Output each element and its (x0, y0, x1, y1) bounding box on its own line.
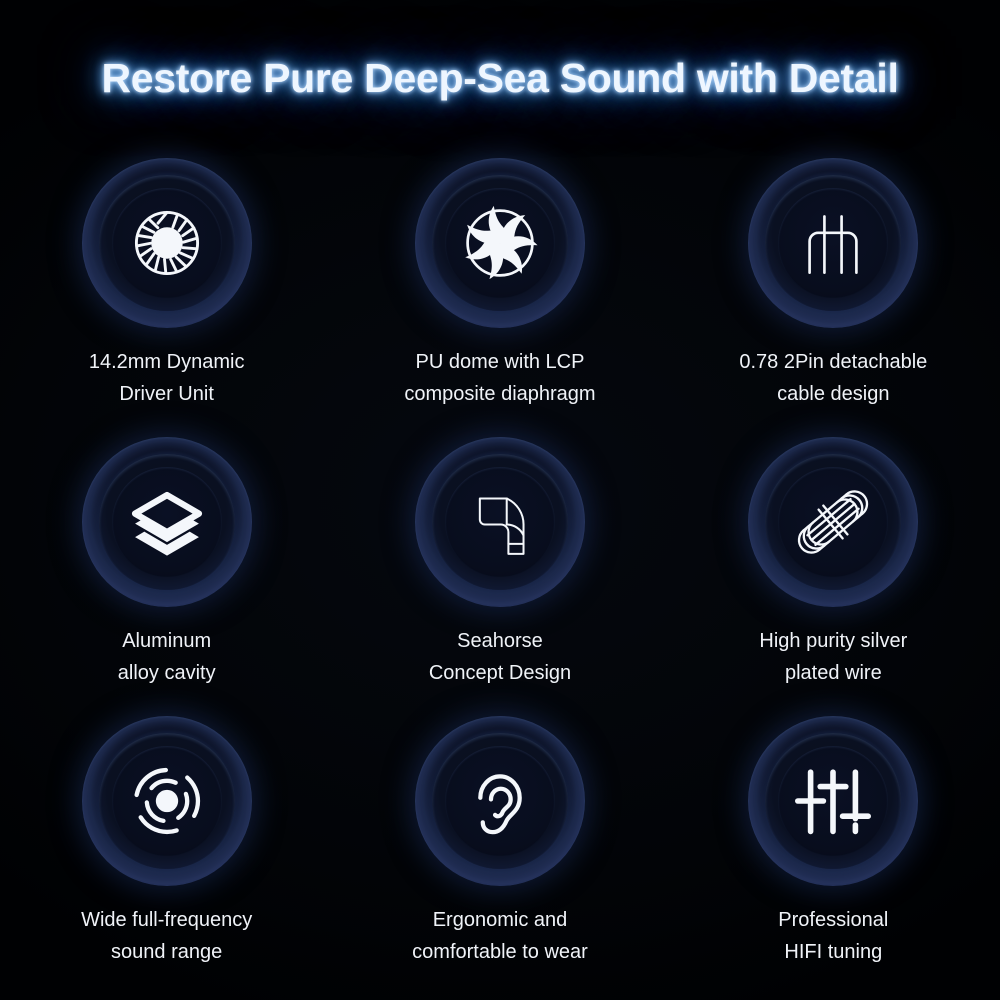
caption-line-2: sound range (111, 941, 223, 964)
caption-line-2: comfortable to wear (412, 941, 588, 964)
feature-cell: Seahorse Concept Design (333, 429, 666, 708)
feature-caption: Seahorse Concept Design (350, 625, 650, 690)
badge-inner-disc (778, 188, 889, 298)
feature-badge (414, 158, 585, 328)
caption-line-1: 14.2mm Dynamic (88, 351, 245, 373)
feature-badge (81, 716, 252, 886)
feature-caption: Professional HIFI tuning (683, 904, 983, 969)
caption-line-2: Driver Unit (119, 383, 214, 406)
feature-badge (748, 158, 919, 328)
feature-badge (748, 716, 919, 886)
feature-badge (414, 437, 585, 607)
feature-caption: PU dome with LCP composite diaphragm (350, 346, 650, 411)
feature-grid: 14.2mm Dynamic Driver Unit (0, 150, 1000, 987)
feature-cell: High purity silver plated wire (667, 429, 1000, 708)
page-title: Restore Pure Deep-Sea Sound with Detail (101, 55, 899, 101)
feature-caption: Ergonomic and comfortable to wear (350, 904, 650, 969)
caption-line-2: HIFI tuning (784, 941, 883, 964)
earphone-shell-icon (452, 474, 548, 570)
caption-line-1: 0.78 2Pin detachable (739, 351, 928, 373)
ear-icon (452, 753, 548, 849)
feature-caption: Wide full-frequency sound range (17, 904, 317, 969)
layers-icon (119, 474, 215, 570)
feature-cell: Wide full-frequency sound range (0, 708, 333, 987)
feature-cell: PU dome with LCP composite diaphragm (333, 150, 666, 429)
feature-caption: Aluminum alloy cavity (17, 625, 317, 690)
caption-line-2: plated wire (784, 662, 882, 685)
caption-line-1: High purity silver (759, 630, 908, 652)
caption-line-1: Professional (778, 909, 889, 931)
feature-cell: Ergonomic and comfortable to wear (333, 708, 666, 987)
caption-line-1: PU dome with LCP (415, 351, 585, 373)
caption-line-1: Ergonomic and (432, 909, 568, 931)
caption-line-1: Wide full-frequency (81, 909, 253, 931)
badge-inner-disc (444, 746, 555, 856)
caption-line-2: composite diaphragm (404, 383, 596, 406)
feature-caption: 0.78 2Pin detachable cable design (683, 346, 983, 411)
braided-cable-icon (785, 474, 881, 570)
aperture-driver-icon (119, 195, 215, 291)
caption-line-1: Seahorse (457, 630, 543, 652)
feature-cell: 14.2mm Dynamic Driver Unit (0, 150, 333, 429)
two-pin-connector-icon (785, 195, 881, 291)
feature-badge (81, 158, 252, 328)
caption-line-1: Aluminum (122, 630, 212, 652)
badge-inner-disc (444, 467, 555, 577)
equalizer-sliders-icon (785, 753, 881, 849)
feature-cell: Aluminum alloy cavity (0, 429, 333, 708)
feature-badge (748, 437, 919, 607)
feature-cell: 0.78 2Pin detachable cable design (667, 150, 1000, 429)
concentric-waves-icon (119, 753, 215, 849)
feature-caption: High purity silver plated wire (683, 625, 983, 690)
caption-line-2: Concept Design (428, 662, 572, 685)
feature-cell: Professional HIFI tuning (667, 708, 1000, 987)
feature-caption: 14.2mm Dynamic Driver Unit (17, 346, 317, 411)
feature-badge (414, 716, 585, 886)
caption-line-2: cable design (777, 383, 890, 406)
swirl-diaphragm-icon (452, 195, 548, 291)
caption-line-2: alloy cavity (117, 662, 216, 685)
feature-badge (81, 437, 252, 607)
page-title-container: Restore Pure Deep-Sea Sound with Detail (0, 55, 1000, 102)
badge-inner-disc (111, 467, 222, 577)
